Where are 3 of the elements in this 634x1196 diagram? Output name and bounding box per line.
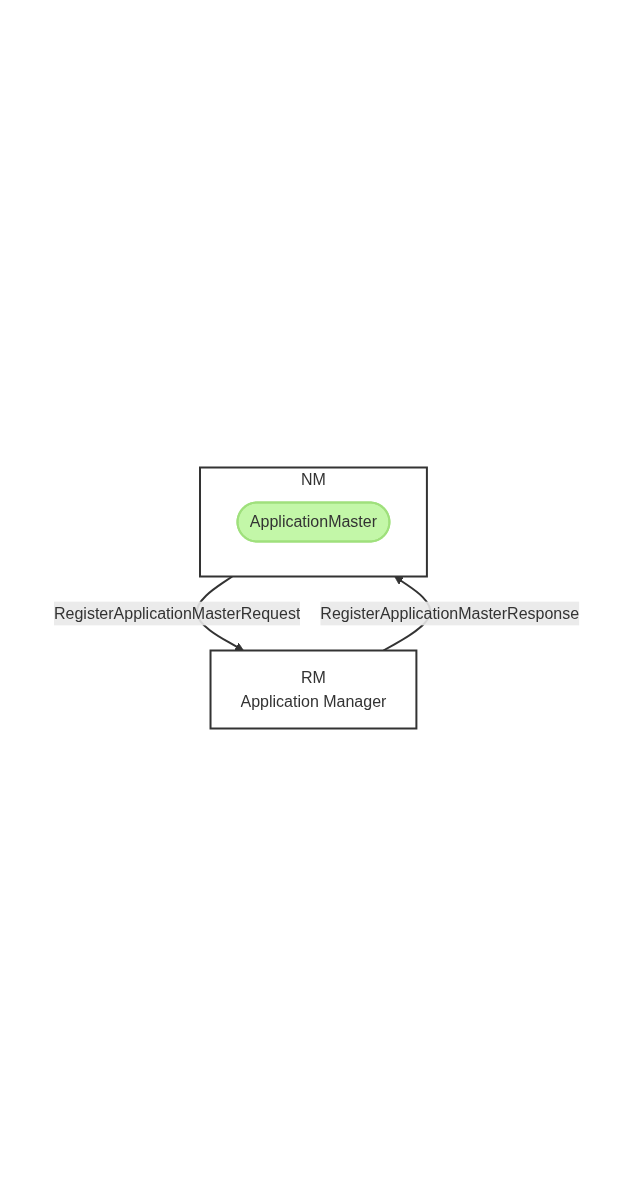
node-box: RM Application Manager xyxy=(209,649,418,730)
edge-label: RegisterApplicationMasterRequest xyxy=(54,604,301,622)
edge-label: RegisterApplicationMasterResponse xyxy=(320,604,580,622)
